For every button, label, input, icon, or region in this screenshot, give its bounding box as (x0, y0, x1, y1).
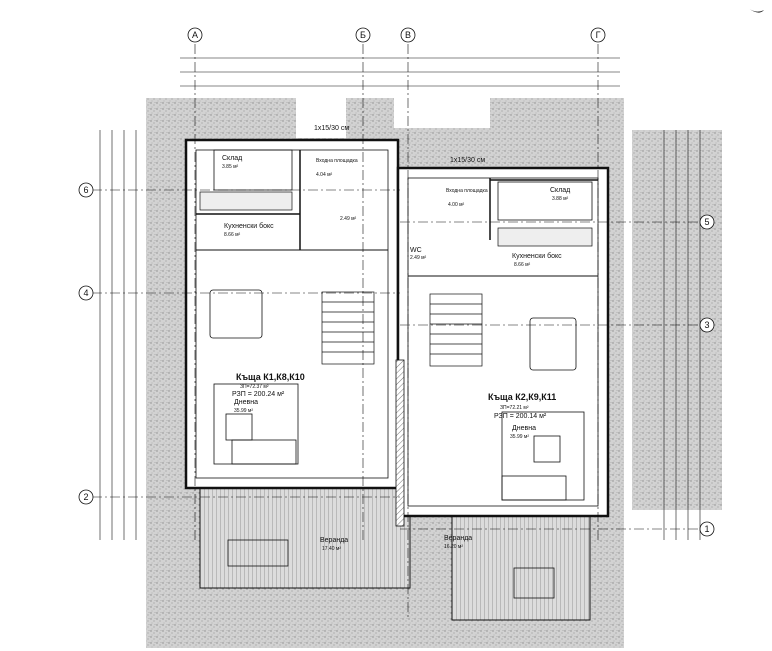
house-rzp-left: РЗП = 200.24 м² (232, 391, 285, 398)
axis-label-3: 3 (704, 320, 709, 330)
north-arrow-icon (748, 8, 764, 13)
storage-label-left: Склад (222, 155, 242, 162)
dimension-lines (99, 57, 701, 540)
axis-label-5: 5 (704, 217, 709, 227)
house-zp-right: ЗП=72.21 м² (500, 405, 529, 411)
axis-label-2: 2 (83, 492, 88, 502)
wc-label-right: WC (410, 247, 422, 254)
house-rzp-right: РЗП = 200.14 м² (494, 413, 547, 420)
living-area-right: 35.99 м² (510, 434, 529, 440)
axis-label-4: 4 (83, 288, 88, 298)
living-label-left: Дневна (234, 399, 258, 406)
furniture (209, 289, 585, 599)
house-left-footprint (184, 138, 400, 490)
gutter-label-right: 1x15/30 см (450, 157, 485, 164)
veranda-left (199, 487, 411, 589)
axis-label-1: 1 (704, 524, 709, 534)
grid-lines (92, 44, 700, 620)
kitchen-area-right: 8.66 м² (514, 262, 531, 268)
storage-area-right: 3.88 м² (552, 196, 569, 202)
living-area-left: 35.99 м² (234, 408, 253, 414)
stairs (321, 291, 483, 367)
storage-label-right: Склад (550, 187, 570, 194)
axis-label-6: 6 (83, 185, 88, 195)
entry-area-right: 4.00 м² (448, 202, 465, 208)
axis-label-b: Б (360, 30, 366, 40)
veranda-decks (199, 487, 591, 621)
kitchen-label-right: Кухненски бокс (512, 252, 562, 260)
kitchen-label-left: Кухненски бокс (224, 222, 274, 230)
axis-bubbles (78, 27, 715, 537)
axis-label-v: В (405, 30, 411, 40)
house-zp-left: ЗП=72.37 м² (240, 384, 269, 390)
living-label-right: Дневна (512, 425, 536, 432)
entry-label-right: Входна площадка (446, 188, 488, 194)
storage-area-left: 3.85 м² (222, 164, 239, 170)
veranda-area-right: 16.20 м² (444, 544, 463, 550)
gutter-label-left: 1x15/30 см (314, 125, 349, 132)
house-title-right: Къща К2,К9,К11 (488, 392, 556, 402)
party-wall (395, 359, 405, 527)
veranda-area-left: 17.40 м² (322, 546, 341, 552)
house-title-left: Къща К1,К8,К10 (236, 372, 305, 382)
entry-area-left: 4.04 м² (316, 172, 333, 178)
house-right-footprint (396, 166, 610, 518)
veranda-label-right: Веранда (444, 535, 472, 542)
wc-area-left: 2.49 м² (340, 216, 357, 222)
wc-area-right: 2.49 м² (410, 255, 427, 261)
axis-label-a: А (192, 30, 198, 40)
axis-label-g: Г (596, 30, 601, 40)
kitchen-area-left: 8.66 м² (224, 232, 241, 238)
veranda-label-left: Веранда (320, 537, 348, 544)
entry-label-left: Входна площадка (316, 158, 358, 164)
